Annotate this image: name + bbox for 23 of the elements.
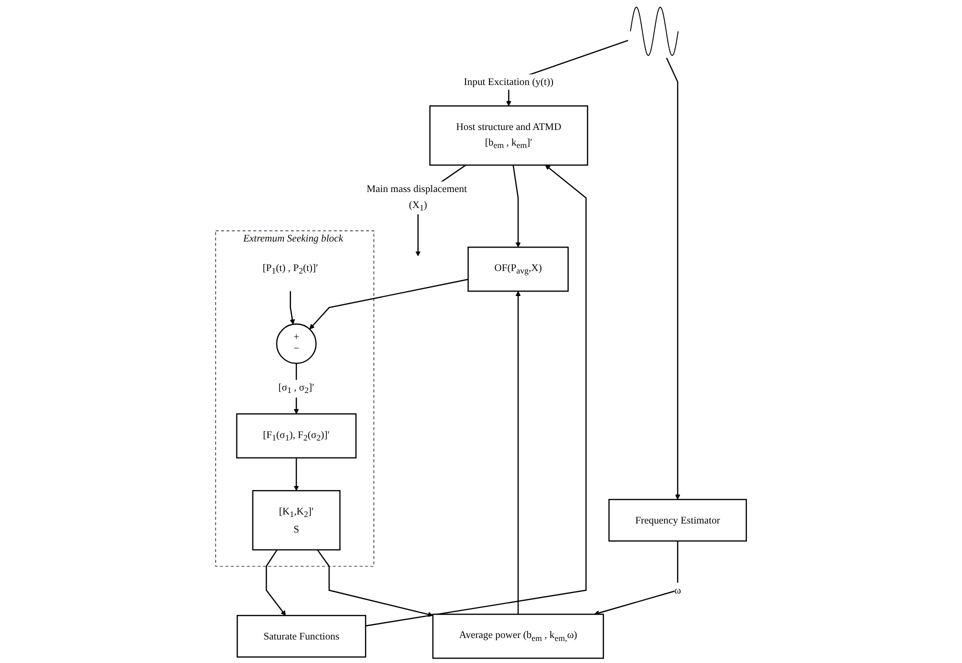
edge-label: [σ$_{1}$ , σ$_{2}$]′ <box>278 382 314 396</box>
arrow <box>316 549 434 617</box>
arrow <box>294 458 299 491</box>
edge-label: Main mass displacement (X$_{1}$) <box>366 183 467 212</box>
process-block: [K$_{1}$,K$_{2}$]′ S <box>252 490 341 550</box>
edge-label: ω <box>674 584 682 596</box>
process-block: Saturate Functions <box>236 614 366 658</box>
process-block: Host structure and ATMD [b$_{em}$ , k$_{em}$]′ <box>429 105 588 166</box>
arrow <box>309 278 468 330</box>
process-block: OF(P$_{avg}$,X) <box>468 246 569 292</box>
arrow <box>594 540 678 616</box>
process-block: [F$_{1}$(σ$_{1}$), F$_{2}$(σ$_{2}$)]′ <box>236 413 357 458</box>
sine-wave-drawing <box>630 6 679 56</box>
process-block: Frequency Estimator <box>608 498 747 542</box>
arrow <box>365 164 587 626</box>
arrow <box>516 290 521 614</box>
signal-label: [P$_{1}$(t) , P$_{2}$(t)]′ <box>262 262 318 276</box>
summing-junction: + − <box>276 323 317 364</box>
process-block: Average power (b$_{em}$ , k$_{em,}$ω) <box>432 614 604 659</box>
arrow <box>666 58 680 500</box>
arrow <box>290 291 295 324</box>
arrow <box>512 165 521 248</box>
arrow <box>266 550 286 616</box>
